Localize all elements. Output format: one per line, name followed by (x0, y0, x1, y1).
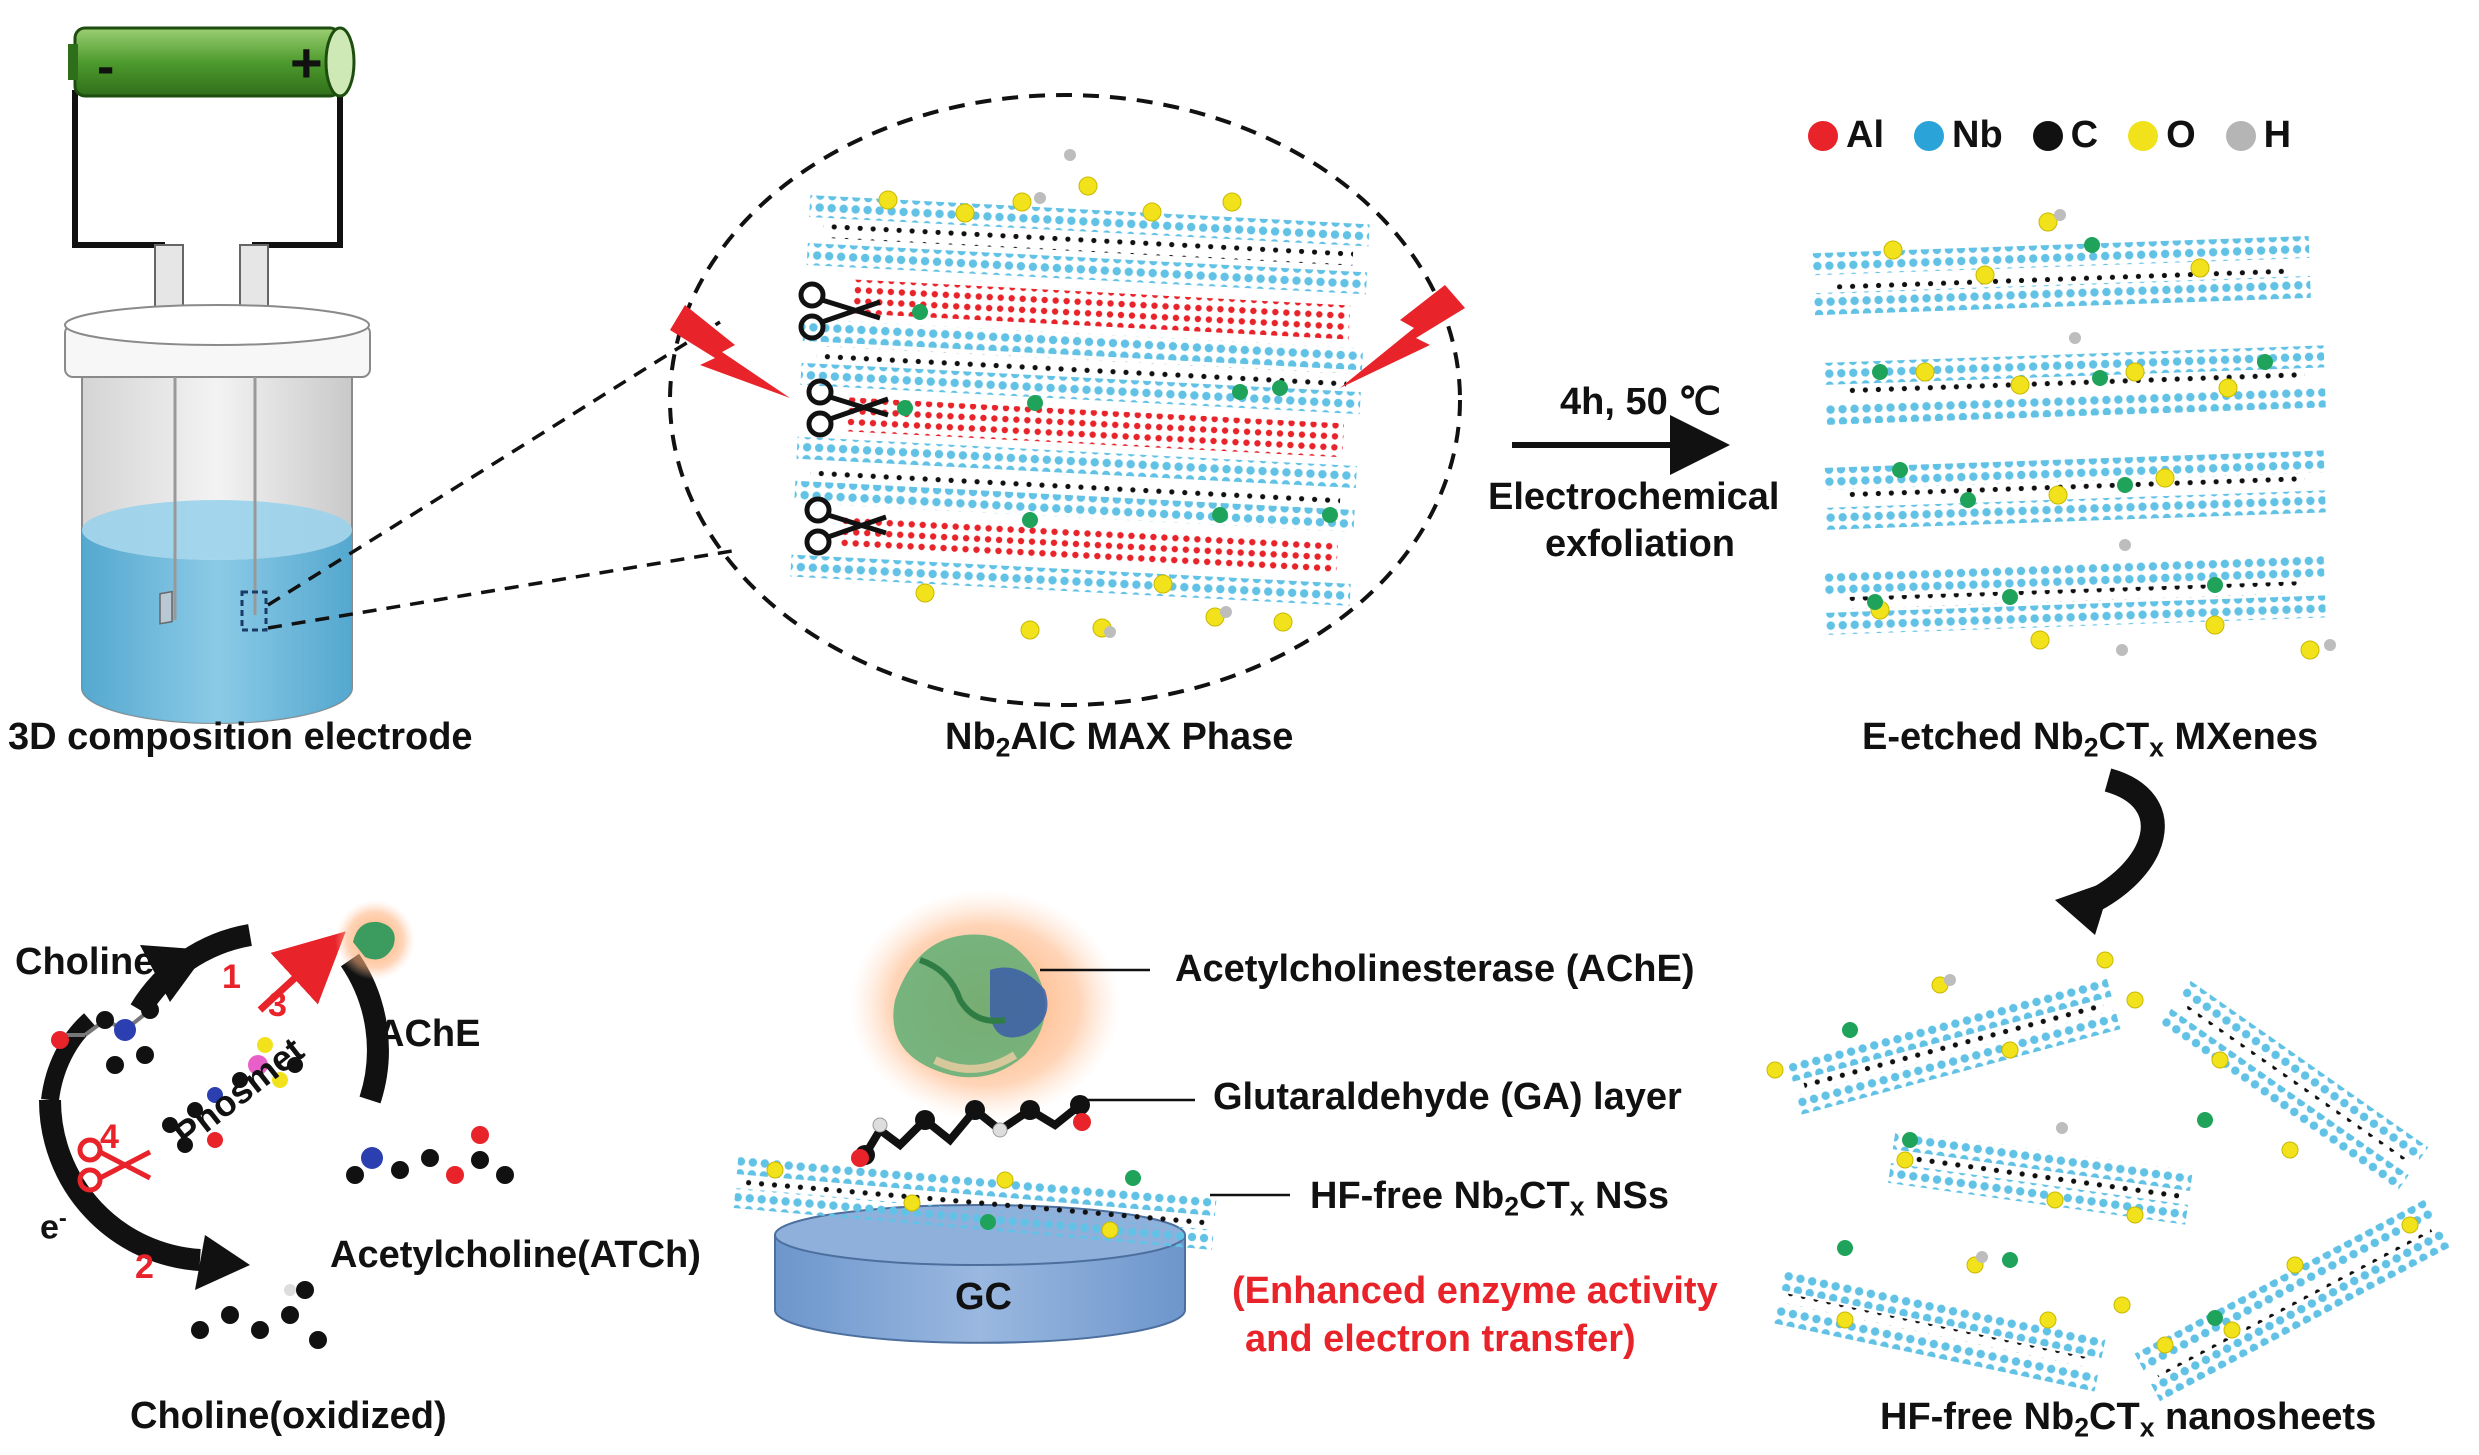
electrode-label: 3D composition electrode (8, 716, 473, 758)
max-phase-label-sub: 2 (995, 732, 1011, 763)
battery-minus: - (97, 38, 115, 96)
choline-oxidized-label: Choline(oxidized) (130, 1395, 447, 1437)
max-phase-zoom (668, 93, 1465, 707)
callout-lines (1040, 968, 1290, 1197)
curved-arrow-head (2055, 880, 2112, 935)
nss-label-c: NSs (1584, 1175, 1669, 1217)
phosmet-molecule (162, 1037, 303, 1153)
nss-label-sub2: x (1569, 1191, 1585, 1222)
zoom-lines (267, 320, 739, 630)
battery-plus: + (290, 31, 323, 94)
legend: Al Nb C O H (1808, 114, 2309, 157)
nanosheets-label-a: HF-free Nb (1880, 1396, 2075, 1438)
max-phase-label-a: Nb (945, 716, 996, 758)
max-phase-label-b: AlC MAX Phase (1010, 716, 1294, 758)
inhibition-arrow (257, 931, 346, 1013)
nanosheets-label-sub2: x (2139, 1412, 2155, 1443)
legend-c-label: C (2070, 114, 2099, 156)
legend-o-label: O (2166, 114, 2196, 156)
enhanced-label-line1: (Enhanced enzyme activity (1232, 1270, 1718, 1312)
acetylcholine-molecule (346, 1126, 514, 1184)
etched-label-b: CT (2098, 716, 2150, 758)
scissors-icon (798, 281, 881, 341)
legend-al-label: Al (1846, 114, 1884, 156)
scissors-icon (804, 496, 887, 556)
legend-al-marker (1808, 120, 1838, 151)
al-layer (849, 279, 1351, 340)
hydrogen-atoms (1034, 149, 1232, 638)
ache-label: AChE (377, 1013, 481, 1055)
process-label-line2: exfoliation (1545, 523, 1736, 565)
step-3: 3 (268, 986, 287, 1024)
etched-label-sub2: x (2149, 732, 2164, 763)
step-1: 1 (222, 958, 241, 996)
al-layer (843, 397, 1345, 458)
electron-label-sup: - (58, 1205, 67, 1232)
max-phase-label: Nb2AlC MAX Phase (945, 718, 1293, 761)
legend-o-marker (2128, 120, 2159, 151)
etched-label: E-etched Nb2CTx MXenes (1862, 718, 2318, 761)
enhanced-label-line2: and electron transfer) (1245, 1318, 1636, 1360)
nanosheets-label-c: nanosheets (2154, 1396, 2377, 1438)
nanosheets-label-sub1: 2 (2074, 1412, 2090, 1443)
gc-electrode (733, 1154, 1217, 1344)
green-atoms (897, 304, 1338, 528)
electron-label-e: e (40, 1208, 59, 1247)
nss-label-sub1: 2 (1504, 1191, 1520, 1222)
molecules (51, 900, 514, 1349)
nss-label-b: CT (1519, 1175, 1570, 1217)
gc-label: GC (955, 1276, 1012, 1318)
reaction-cycle (38, 924, 389, 1290)
etched-label-sub1: 2 (2083, 732, 2099, 763)
etched-label-a: E-etched Nb (1862, 716, 2084, 758)
nanosheets-label-b: CT (2089, 1396, 2140, 1438)
legend-nb-marker (1914, 120, 1944, 151)
scissors-icon (806, 378, 889, 438)
step-4: 4 (100, 1118, 119, 1156)
scissors-icon (77, 1137, 152, 1193)
legend-h-label: H (2263, 114, 2292, 156)
nanosheets (1766, 951, 2452, 1402)
legend-nb-label: Nb (1952, 114, 2003, 156)
ache-small (335, 900, 415, 980)
circuit-wire (72, 90, 343, 248)
etched-mxene-stacks (1808, 209, 2336, 660)
nanosheets-label: HF-free Nb2CTx nanosheets (1880, 1398, 2376, 1441)
step-2: 2 (135, 1248, 154, 1286)
lightning-icon (1340, 285, 1465, 388)
legend-h-marker (2225, 120, 2256, 151)
ache-full-label: Acetylcholinesterase (AChE) (1175, 948, 1695, 990)
legend-c-marker (2032, 120, 2063, 151)
battery (68, 26, 356, 248)
ga-linker (851, 1095, 1091, 1167)
choline-molecule (51, 1001, 159, 1074)
acetylcholine-label: Acetylcholine(ATCh) (330, 1234, 701, 1276)
etched-label-c: MXenes (2163, 716, 2319, 758)
conditions-label: 4h, 50 ℃ (1560, 381, 1721, 423)
nss-label-a: HF-free Nb (1310, 1175, 1505, 1217)
nss-label: HF-free Nb2CTx NSs (1310, 1177, 1669, 1220)
curved-arrow (2079, 768, 2165, 916)
choline-label: Choline (15, 941, 155, 983)
electron-label: e- (40, 1205, 67, 1247)
oxidized-choline-molecule (191, 1281, 327, 1349)
enzyme (850, 890, 1120, 1120)
max-phase-layers (790, 195, 1370, 606)
al-layer (836, 515, 1338, 576)
lightning-icon (670, 305, 790, 398)
beaker-electrode (64, 244, 371, 724)
ga-layer-label: Glutaraldehyde (GA) layer (1213, 1076, 1682, 1118)
process-label-line1: Electrochemical (1488, 476, 1780, 518)
oxygen-atoms (878, 176, 1293, 640)
